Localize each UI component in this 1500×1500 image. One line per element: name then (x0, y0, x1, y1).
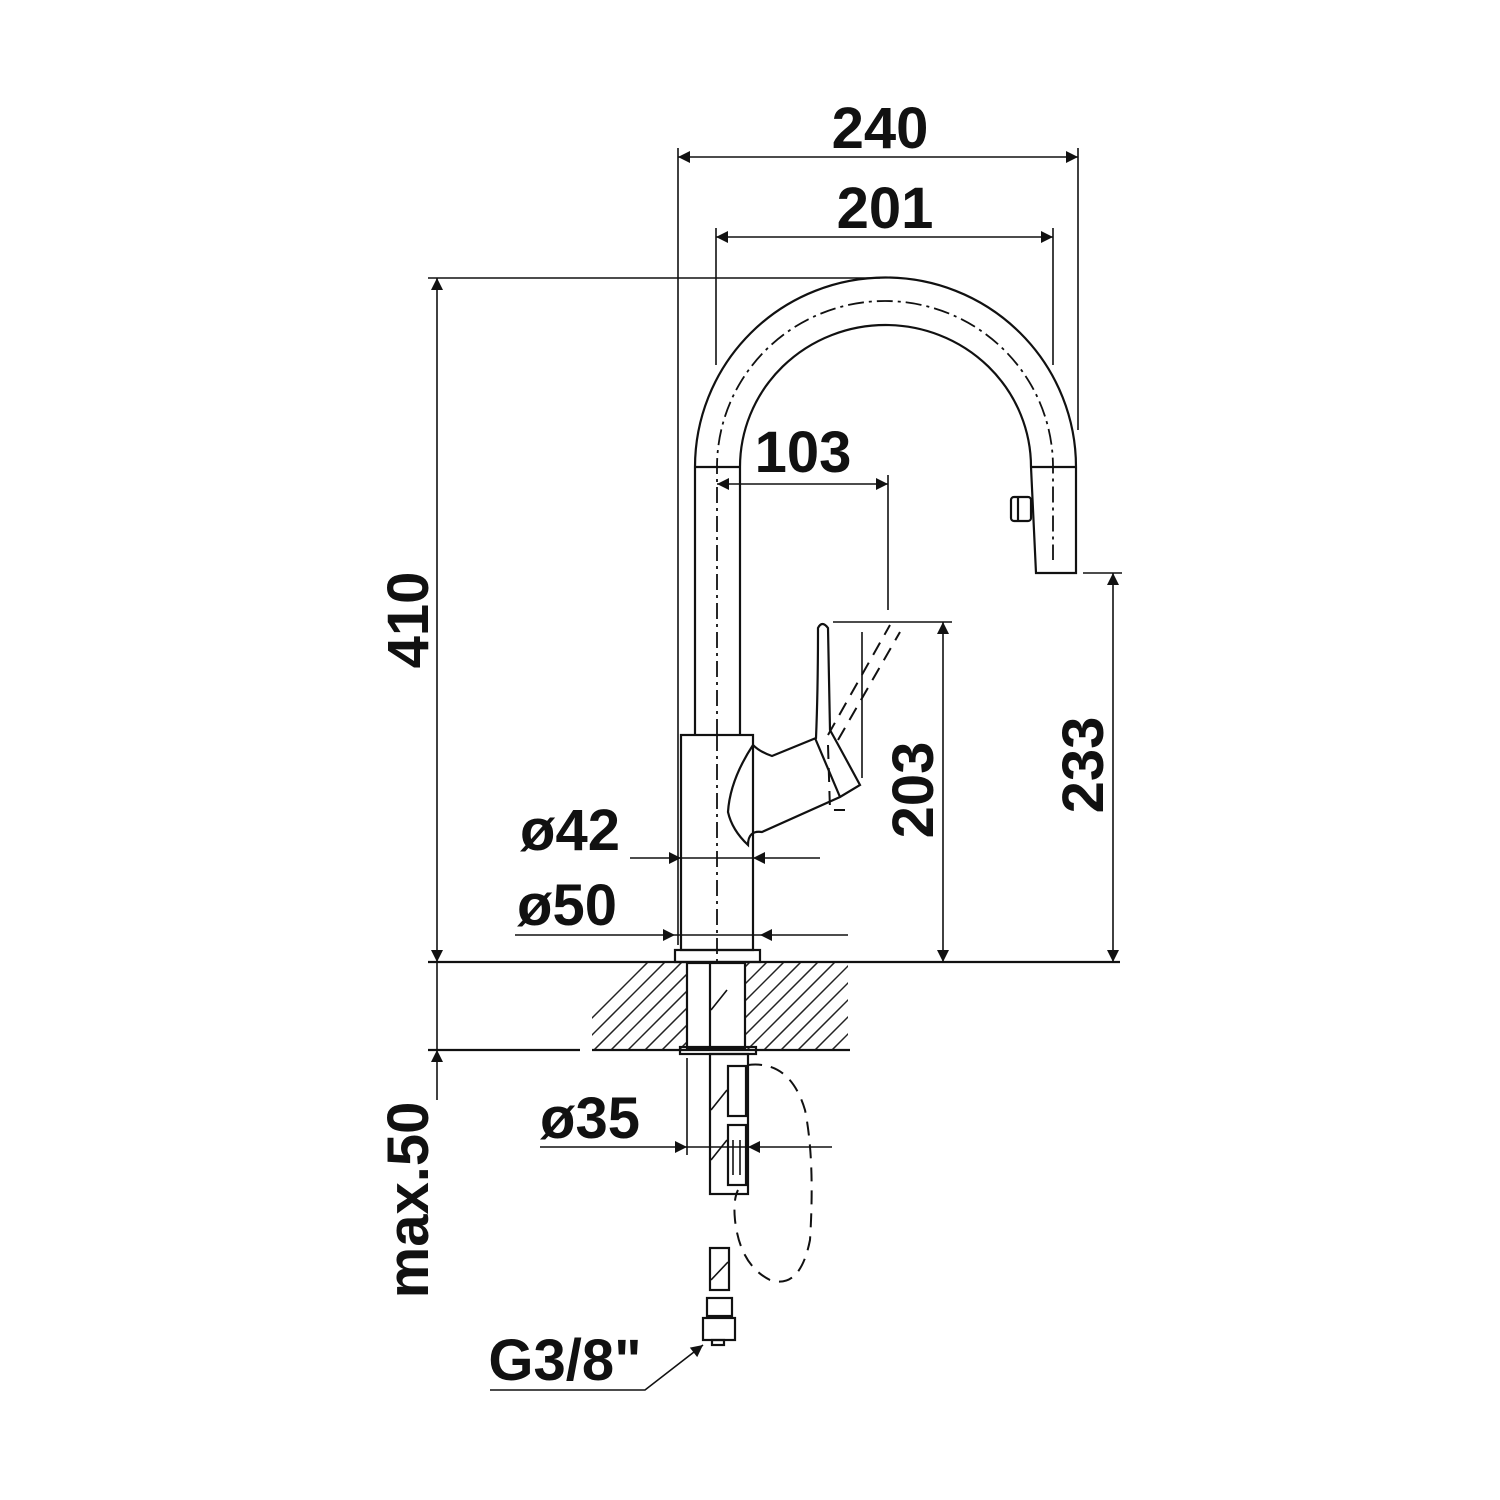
hatch-line (610, 963, 700, 1049)
dimension-201-label: 201 (837, 176, 934, 241)
hatch-line (814, 1015, 848, 1049)
supply-hose-connector (701, 1246, 737, 1347)
hatch-line (849, 962, 937, 1050)
hatch-line (592, 963, 666, 1037)
dimension-d42-label: ø42 (520, 798, 620, 863)
dimension-240-label: 240 (832, 96, 929, 161)
hatch-line (593, 963, 683, 1049)
counter-hatching (592, 962, 971, 1050)
dimension-233-label: 233 (1051, 717, 1116, 814)
thread-leader (490, 1344, 704, 1391)
dimension-d50-label: ø50 (517, 873, 617, 938)
lever-handle (726, 622, 901, 848)
hatch-line (831, 1032, 848, 1049)
hatch-line (746, 963, 836, 1049)
dimension-203 (833, 621, 952, 962)
mounting-shank (678, 961, 813, 1283)
hatch-line (797, 998, 848, 1049)
faucet-body (673, 733, 762, 964)
spray-button-icon (1009, 495, 1033, 523)
hatch-line (592, 963, 649, 1020)
dimension-d35 (540, 1058, 832, 1155)
hatch-line (866, 962, 954, 1050)
hatch-line (883, 962, 971, 1050)
thread-label: G3/8" (488, 1328, 641, 1393)
dimension-103-label: 103 (755, 420, 852, 485)
dimension-d35-label: ø35 (540, 1086, 640, 1151)
countertop (428, 960, 1120, 1052)
dimension-233 (1083, 572, 1122, 962)
hatch-line (780, 981, 848, 1049)
dimension-201 (715, 228, 1054, 365)
dimension-103 (717, 475, 889, 610)
spout (693, 276, 1078, 735)
dimension-410 (428, 277, 880, 962)
dimension-max50-label: max.50 (376, 1102, 441, 1299)
dimension-203-label: 203 (881, 742, 946, 839)
dimension-240 (677, 148, 1079, 945)
hatch-line (763, 964, 848, 1049)
dimension-410-label: 410 (376, 572, 441, 669)
